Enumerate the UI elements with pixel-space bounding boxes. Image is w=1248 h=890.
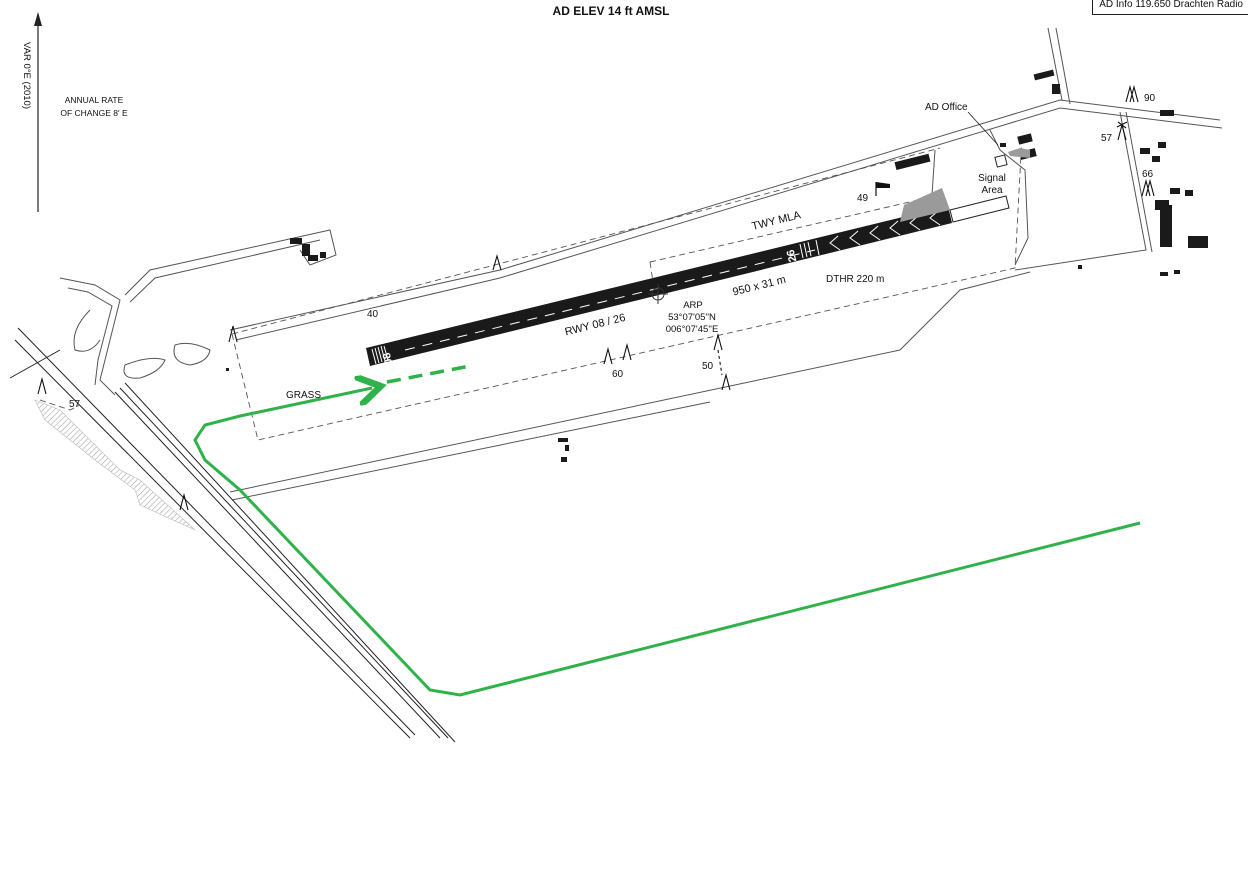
obstacle-elevation-label: 60 (612, 369, 624, 380)
arp-longitude: 006°07'45''E (666, 324, 719, 335)
obstacle-elevation-label: 49 (857, 193, 869, 204)
green-route (193, 364, 1141, 697)
aerodrome-elevation-title: AD ELEV 14 ft AMSL (553, 4, 670, 18)
arp-label: ARP (683, 300, 703, 311)
ad-office-leader-line (967, 111, 999, 146)
obstacle-elevation-label: 40 (367, 309, 379, 320)
signal-area-label-line-1: Signal (978, 173, 1006, 184)
road-network (59, 27, 1223, 501)
signal-area-box (949, 195, 1010, 223)
annual-rate-line-1: ANNUAL RATE (65, 95, 124, 105)
runway-26-designator: 26 (785, 248, 800, 263)
signal-square (994, 154, 1008, 168)
windsock-icon (875, 182, 890, 196)
arp-latitude: 53°07'05''N (668, 312, 716, 323)
runway-dimensions-label: 950 x 31 m (731, 274, 787, 299)
taxiway-label: TWY MLA (751, 209, 803, 233)
aerodrome-boundary (39, 134, 1023, 441)
runway-08-designator: 08 (381, 351, 396, 366)
ad-office-label: AD Office (925, 102, 968, 113)
runway (366, 206, 952, 366)
grey-building (1008, 148, 1030, 158)
north-arrow (34, 12, 42, 212)
apron-grey-area (900, 188, 950, 222)
obstacle-elevation-label: 50 (702, 361, 714, 372)
annual-rate-line-2: OF CHANGE 8' E (60, 108, 128, 118)
obstacle-elevation-label: 90 (1144, 93, 1156, 104)
hatched-area (34, 399, 196, 531)
magnetic-variation-label: VAR 0°E (2010) (21, 42, 32, 109)
railway-lines (9, 327, 456, 743)
displaced-threshold-label: DTHR 220 m (826, 274, 884, 285)
obstacle-elevation-label: 57 (69, 399, 81, 410)
grass-label: GRASS (286, 390, 321, 401)
obstacle-symbols (37, 84, 1155, 511)
obstacle-elevation-label: 66 (1142, 169, 1154, 180)
aerodrome-info-box: AD Info 119.650 Drachten Radio (1092, 0, 1248, 15)
obstacle-elevation-label: 57 (1101, 133, 1113, 144)
aerodrome-info-text: AD Info 119.650 Drachten Radio (1099, 0, 1243, 10)
signal-area-label-line-2: Area (981, 185, 1003, 196)
arp-symbol-icon (648, 284, 668, 304)
